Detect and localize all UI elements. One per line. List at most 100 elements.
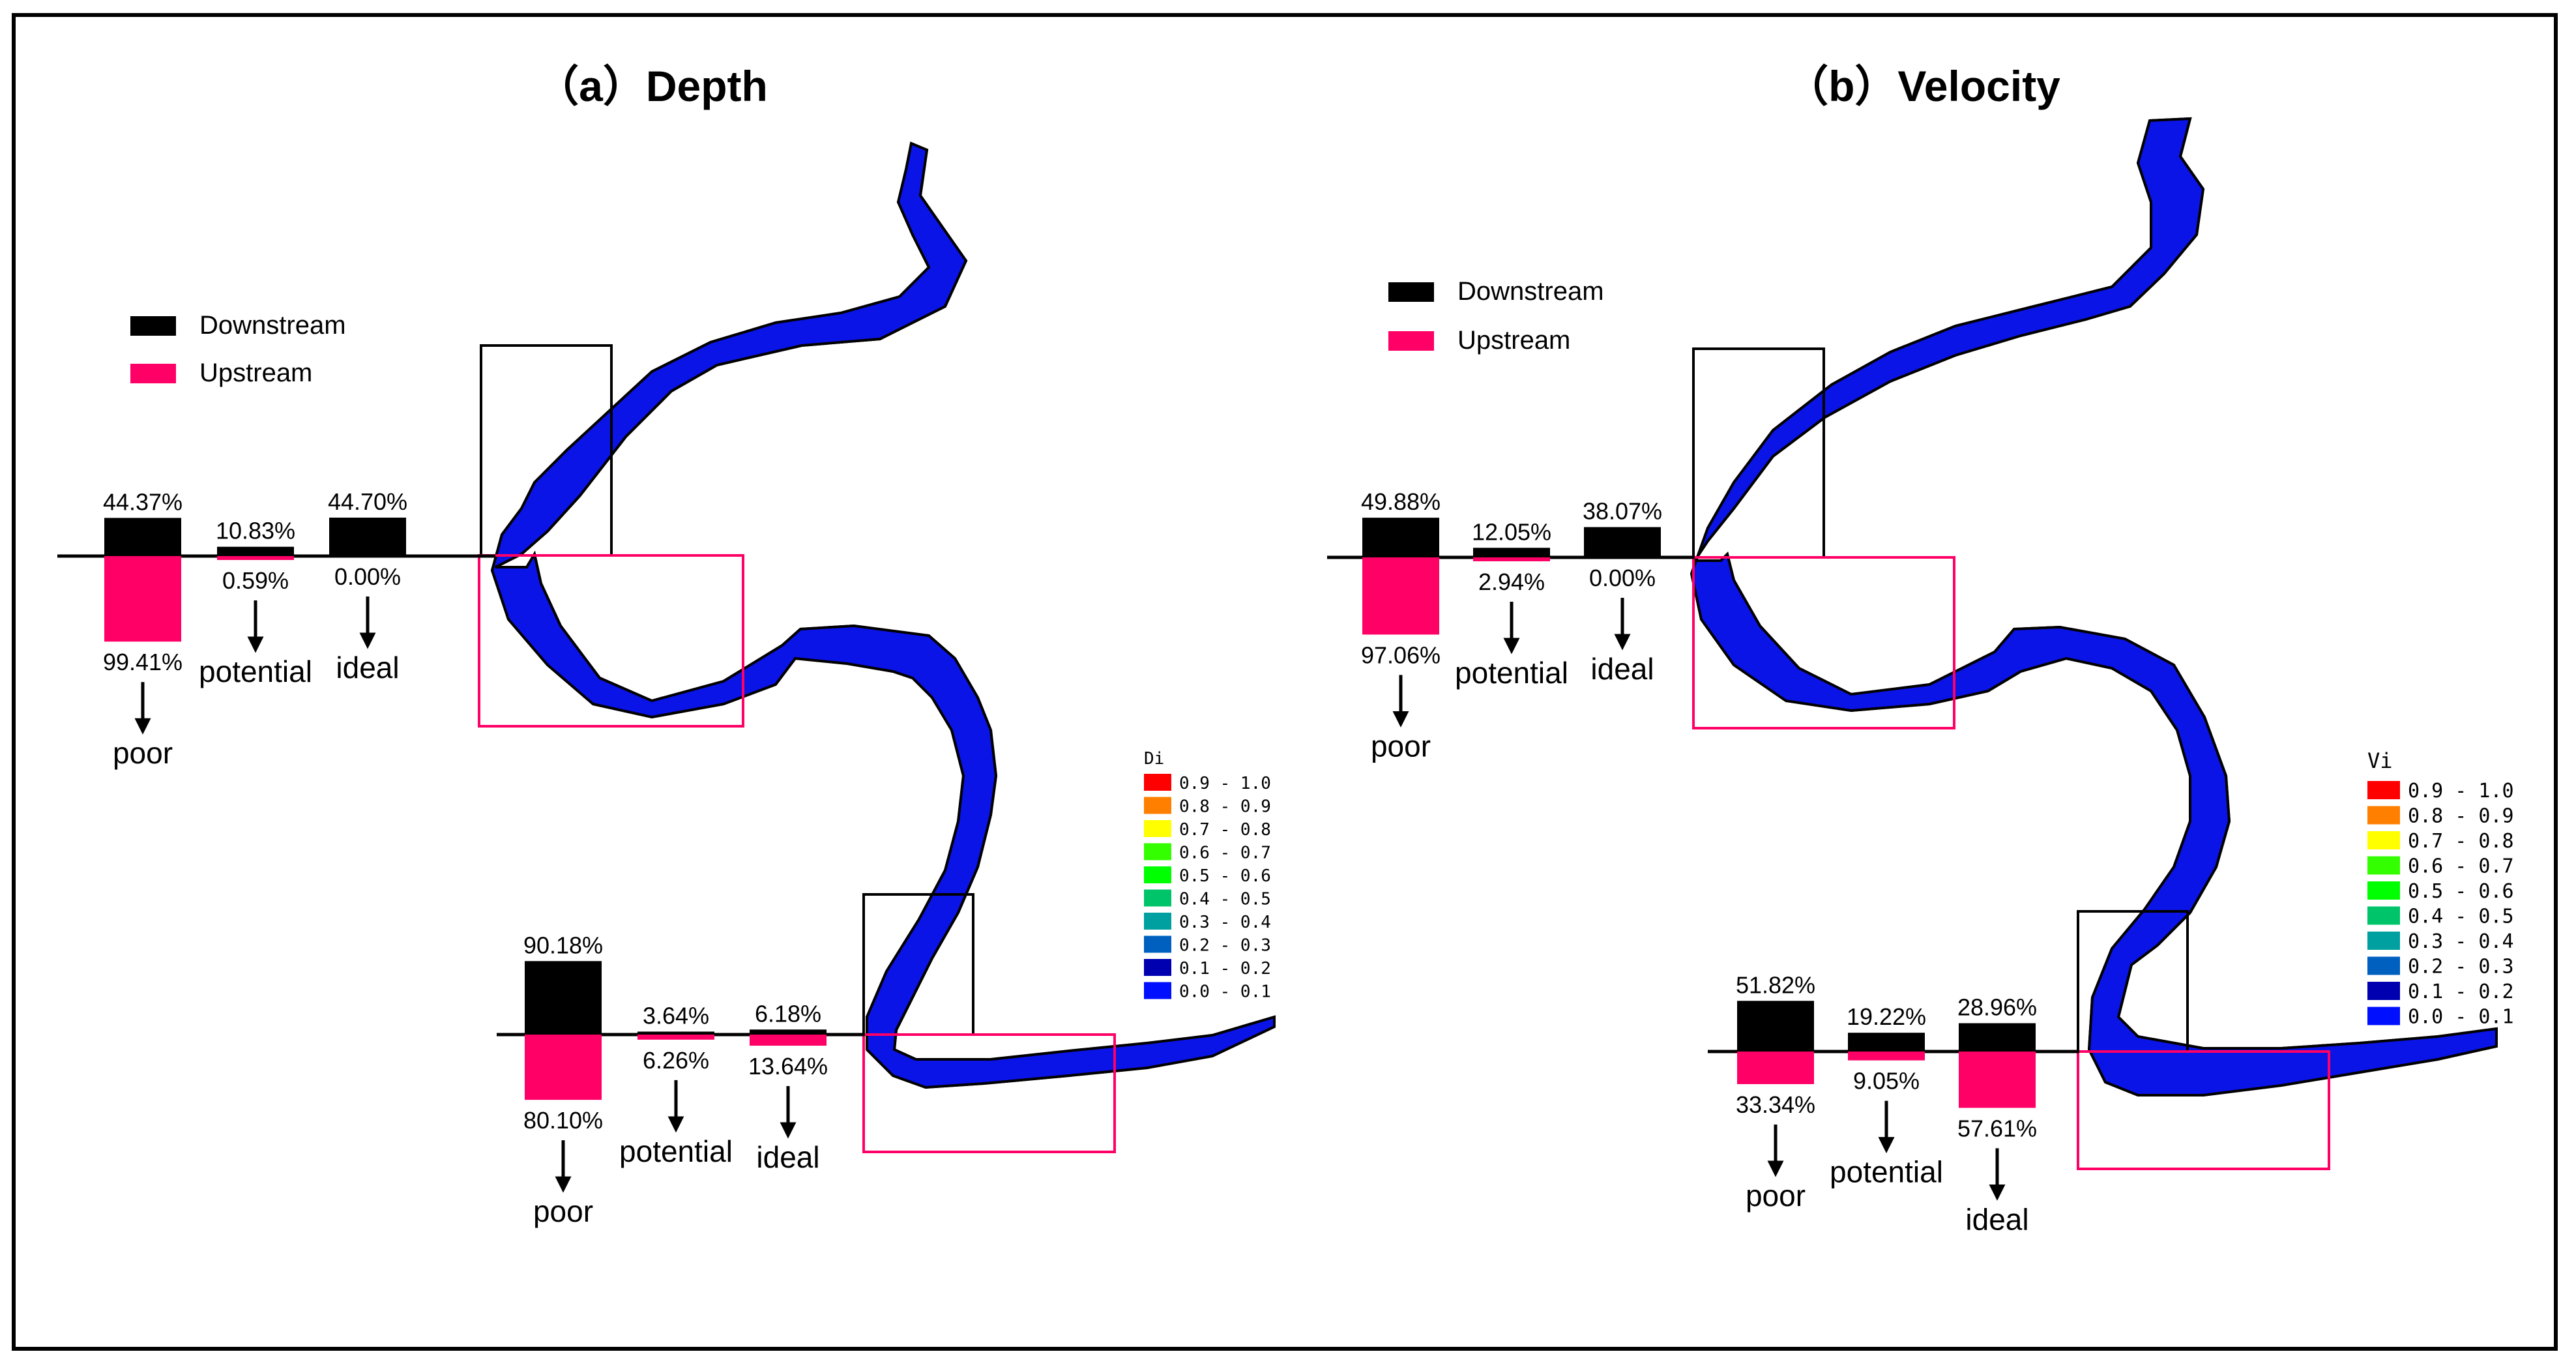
bar-label-downstream: 10.83% [216, 518, 295, 544]
scale-swatch [2367, 956, 2400, 975]
legend-downstream-label: Downstream [1457, 277, 1604, 306]
scale-label: 0.9 - 1.0 [2408, 780, 2514, 802]
depth-scale-title: Di [1144, 749, 1164, 769]
category-label-potential: potential [619, 1134, 733, 1168]
category-label-ideal: ideal [1965, 1202, 2028, 1236]
category-label-poor: poor [1746, 1179, 1806, 1213]
bar-downstream [1584, 527, 1661, 557]
scale-label: 0.0 - 0.1 [2408, 1006, 2514, 1029]
scale-swatch [1144, 843, 1171, 861]
bar-upstream [1362, 557, 1439, 635]
category-label-potential: potential [1455, 656, 1568, 690]
bar-label-downstream: 49.88% [1361, 488, 1441, 515]
scale-swatch [2367, 982, 2400, 1000]
scale-label: 0.6 - 0.7 [2408, 855, 2514, 878]
scale-swatch [2367, 906, 2400, 925]
bar-upstream [1737, 1052, 1814, 1085]
velocity-panel-title: （b）Velocity [1785, 62, 2060, 110]
scale-swatch [1144, 935, 1171, 953]
legend-downstream-label: Downstream [199, 311, 346, 340]
bar-upstream [1473, 557, 1550, 561]
bar-downstream [1959, 1023, 2036, 1052]
scale-label: 0.7 - 0.8 [1179, 820, 1271, 840]
scale-label: 0.9 - 1.0 [1179, 774, 1271, 793]
depth-panel-title: （a）Depth [536, 62, 768, 110]
scale-swatch [2367, 831, 2400, 849]
bar-upstream [104, 556, 181, 642]
legend-upstream-label: Upstream [1457, 326, 1570, 355]
bar-downstream [750, 1029, 827, 1035]
category-label-poor: poor [113, 736, 173, 770]
bar-downstream [1737, 1001, 1814, 1052]
scale-swatch [2367, 1007, 2400, 1025]
category-label-potential: potential [1830, 1155, 1943, 1189]
scale-swatch [2367, 856, 2400, 875]
bar-upstream [217, 556, 294, 560]
category-label-poor: poor [533, 1194, 593, 1228]
bar-upstream [1959, 1052, 2036, 1108]
legend-upstream-swatch [130, 364, 176, 383]
bar-label-upstream: 97.06% [1361, 641, 1441, 668]
bar-label-upstream: 57.61% [1957, 1115, 2037, 1141]
bar-downstream [217, 546, 294, 556]
scale-label: 0.3 - 0.4 [2408, 930, 2514, 953]
scale-label: 0.4 - 0.5 [2408, 905, 2514, 928]
scale-swatch [1144, 889, 1171, 907]
bar-label-upstream: 0.59% [222, 567, 289, 594]
category-label-potential: potential [199, 655, 312, 688]
bar-downstream [637, 1031, 714, 1035]
bar-label-downstream: 44.37% [103, 488, 183, 515]
bar-chart-4: 51.82%33.34%poor19.22%9.05%potential28.9… [1708, 971, 2079, 1236]
bar-upstream [1848, 1052, 1925, 1061]
scale-swatch [1144, 820, 1171, 837]
bar-downstream [104, 518, 181, 556]
bar-label-downstream: 51.82% [1736, 971, 1815, 998]
scale-label: 0.8 - 0.9 [1179, 797, 1271, 817]
velocity-upstream-reach-box-1 [1692, 556, 1955, 729]
bar-label-downstream: 6.18% [755, 1000, 821, 1027]
scale-label: 0.2 - 0.3 [1179, 936, 1271, 956]
bar-label-upstream: 2.94% [1478, 568, 1545, 595]
scale-swatch [1144, 959, 1171, 976]
bar-chart-2: 90.18% 80.10% poor 3.64% 6.26% potential 6.18%… [497, 932, 865, 1228]
velocity-color-scale: Vi 0.9 - 1.00.8 - 0.90.7 - 0.80.6 - 0.70… [2367, 748, 2514, 1029]
bar-label-upstream: 9.05% [1853, 1068, 1920, 1095]
bar-downstream [1473, 548, 1550, 557]
scale-label: 0.5 - 0.6 [2408, 880, 2514, 903]
scale-swatch [2367, 781, 2400, 799]
bar-downstream [525, 961, 602, 1035]
scale-swatch [1144, 913, 1171, 930]
legend-upstream-swatch [1388, 331, 1434, 351]
bar-label-upstream: 99.41% [103, 649, 183, 675]
legend-downstream-swatch [1388, 282, 1434, 302]
bar-label-downstream: 3.64% [643, 1002, 709, 1029]
bar-upstream [525, 1035, 602, 1100]
velocity-upstream-reach-box-2 [2077, 1050, 2330, 1170]
bar-upstream [637, 1035, 714, 1040]
scale-label: 0.8 - 0.9 [2408, 805, 2514, 828]
bar-downstream [329, 517, 406, 556]
bar-chart-1: 44.37%99.41%poor10.83%0.59%potential44.7… [57, 488, 495, 770]
depth-upstream-reach-box-1 [478, 554, 744, 728]
bar-label-upstream: 0.00% [334, 563, 401, 590]
scale-swatch [2367, 806, 2400, 825]
bar-downstream [1362, 518, 1439, 557]
bar-label-downstream: 90.18% [523, 932, 603, 958]
bar-label-upstream: 0.00% [1589, 565, 1656, 591]
bar-label-downstream: 38.07% [1583, 498, 1662, 525]
category-label-ideal: ideal [336, 651, 399, 684]
bar-label-upstream: 80.10% [523, 1107, 603, 1134]
category-label-poor: poor [1371, 729, 1431, 763]
bar-label-downstream: 19.22% [1847, 1003, 1926, 1030]
bar-label-downstream: 28.96% [1957, 994, 2037, 1021]
depth-series-legend: Downstream Upstream [130, 311, 346, 387]
bar-label-upstream: 6.26% [643, 1047, 709, 1074]
scale-label: 0.0 - 0.1 [1179, 982, 1271, 1002]
velocity-scale-title: Vi [2367, 748, 2393, 773]
depth-upstream-reach-box-2 [862, 1033, 1116, 1153]
scale-label: 0.1 - 0.2 [1179, 959, 1271, 979]
bar-label-upstream: 13.64% [748, 1053, 828, 1080]
category-label-ideal: ideal [756, 1140, 819, 1174]
